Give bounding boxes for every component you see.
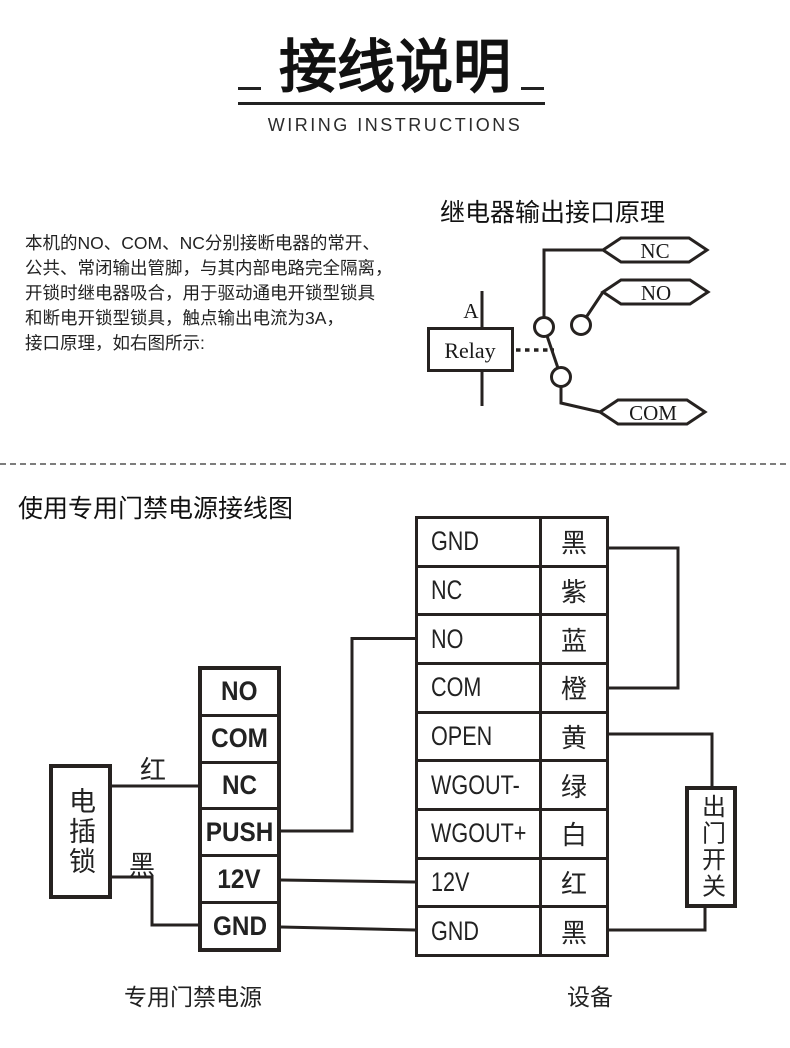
wire-color: 红	[560, 869, 587, 900]
table-row: OPEN 黄	[418, 713, 606, 763]
wiring-section-heading: 使用专用门禁电源接线图	[18, 495, 294, 523]
power-terminal: NC	[202, 764, 277, 811]
terminal-label: NC	[418, 567, 542, 614]
terminal-label: WGOUT-	[418, 762, 542, 809]
table-row: 12V 红	[418, 859, 606, 909]
electric-lock-label: 电插锁	[65, 786, 95, 877]
page-title: 接线说明	[278, 35, 511, 100]
wire-color: 黑	[560, 528, 587, 559]
relay-section-heading: 继电器输出接口原理	[440, 199, 666, 227]
table-row: GND 黑	[418, 519, 606, 568]
title-dash-right	[521, 87, 544, 90]
black-wire-label: 黑	[129, 850, 156, 880]
table-row: WGOUT+ 白	[418, 811, 606, 860]
terminal-label: COM	[418, 665, 542, 711]
table-row: NC 紫	[418, 567, 606, 617]
wire-color: 黑	[560, 917, 587, 948]
power-terminal: GND	[212, 910, 267, 941]
power-caption: 专用门禁电源	[124, 984, 262, 1010]
power-terminal: 12V	[202, 857, 277, 905]
power-terminal: PUSH	[202, 810, 277, 858]
power-terminal: COM	[202, 717, 277, 764]
relay-description: 本机的NO、COM、NC分别接断电器的常开、 公共、常闭输出管脚，与其内部电路完…	[25, 233, 393, 353]
table-row: WGOUT- 绿	[418, 762, 606, 812]
exit-switch-label: 出门开关	[697, 794, 725, 900]
relay-box-label: Relay	[444, 338, 495, 363]
device-caption: 设备	[567, 984, 613, 1010]
table-row: COM 橙	[418, 665, 606, 714]
wire-color: 白	[560, 820, 587, 851]
terminal-label: 12V	[418, 859, 542, 906]
section-divider	[0, 463, 790, 465]
terminal-label: GND	[418, 519, 542, 565]
terminal-label: GND	[418, 908, 542, 955]
nc-tag-label: NC	[640, 239, 669, 263]
power-terminal: NO	[202, 670, 277, 717]
wire-color: 黄	[560, 723, 587, 754]
page-subtitle: WIRING INSTRUCTIONS	[267, 115, 523, 135]
exit-switch-box: 出门开关	[685, 786, 737, 908]
coil-a-label: A	[463, 299, 479, 323]
wire-color: 蓝	[560, 625, 587, 656]
power-terminal-table: NO COM NC PUSH 12V GND	[198, 666, 281, 952]
terminal-label: OPEN	[418, 713, 542, 760]
table-row: NO 蓝	[418, 616, 606, 666]
wire-color: 橙	[560, 674, 587, 705]
com-tag-label: COM	[629, 401, 677, 425]
no-tag-label: NO	[641, 281, 671, 305]
title-underline	[238, 102, 545, 105]
terminal-label: NO	[418, 616, 542, 663]
title-dash-left	[238, 87, 261, 90]
table-row: GND 黑	[418, 908, 606, 955]
terminal-label: WGOUT+	[418, 811, 542, 857]
wire-color: 绿	[560, 771, 587, 802]
red-wire-label: 红	[140, 755, 167, 785]
electric-lock-box: 电插锁	[49, 764, 112, 899]
wire-color: 紫	[560, 577, 587, 607]
